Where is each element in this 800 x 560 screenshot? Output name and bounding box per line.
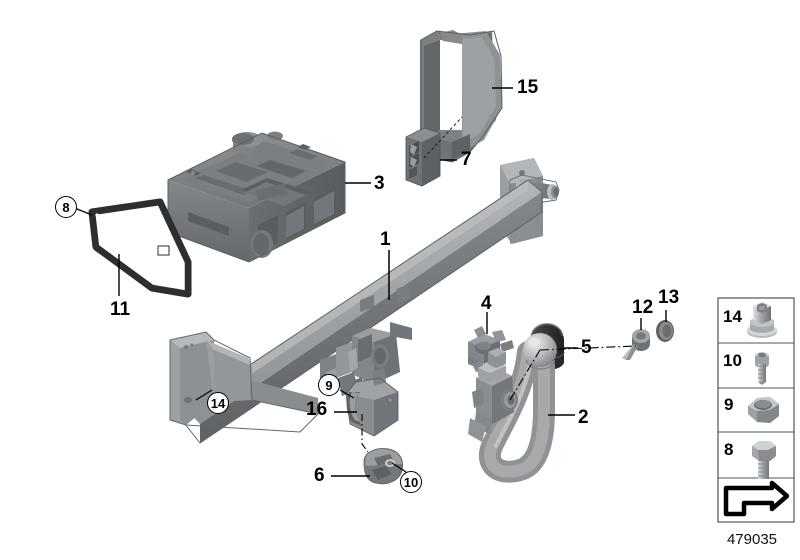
callout-16: 16 [306, 399, 328, 420]
part-detachable-ball-neck [468, 333, 557, 483]
callout-7: 7 [461, 149, 472, 170]
legend-box [717, 297, 795, 523]
callout-1: 1 [380, 229, 391, 250]
callout-2: 2 [578, 407, 589, 428]
callout-12: 12 [632, 297, 654, 318]
socket-screw-icon [755, 352, 769, 385]
legend-number-14: 14 [723, 307, 742, 326]
leader-line-10 [391, 462, 407, 473]
legend-number-9: 9 [724, 395, 734, 414]
callout-6: 6 [314, 465, 325, 486]
part-lock-pin [622, 329, 650, 360]
diagram-part-number: 479035 [726, 531, 778, 548]
part-sealing-cap [656, 320, 674, 342]
direction-arrow-icon [723, 480, 790, 517]
callout-10: 10 [400, 471, 422, 493]
callout-8: 8 [55, 196, 77, 218]
part-retaining-frame [88, 198, 192, 298]
part-socket-holder [363, 448, 403, 485]
callout-4: 4 [481, 293, 492, 314]
callout-3: 3 [374, 173, 385, 194]
callout-14: 14 [207, 392, 229, 414]
part-storage-tray [167, 131, 346, 263]
legend-number-10: 10 [723, 351, 742, 370]
assembly-line-16-6 [361, 414, 369, 453]
part-module-bracket [420, 30, 503, 163]
callout-5: 5 [581, 337, 592, 358]
part-control-module [405, 127, 441, 187]
assembly-line-2-internal [509, 349, 541, 401]
hex-nut-icon [748, 397, 779, 423]
collar-nut-icon [747, 302, 777, 338]
part-tow-bar-beam [169, 158, 560, 444]
callout-11: 11 [110, 299, 131, 320]
hex-bolt-icon [752, 441, 776, 479]
part-holder-bracket [345, 368, 399, 437]
callout-9: 9 [318, 374, 340, 396]
leader-line-14-beam [195, 389, 213, 401]
leader-line-9 [339, 389, 355, 399]
callout-13: 13 [658, 287, 680, 308]
assembly-line-7-15 [423, 116, 463, 159]
legend-number-8: 8 [724, 440, 734, 459]
callout-15: 15 [517, 77, 539, 98]
